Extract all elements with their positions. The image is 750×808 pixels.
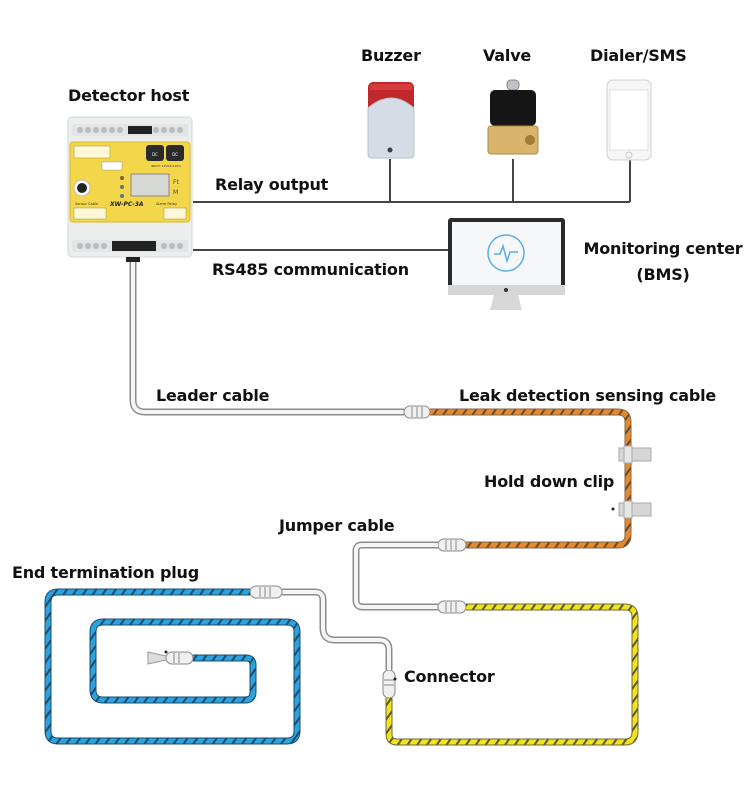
label-leader-cable: Leader cable (156, 386, 270, 405)
dialer-phone-device (606, 79, 652, 161)
label-end-termination-plug: End termination plug (12, 563, 199, 582)
label-valve: Valve (483, 46, 532, 65)
led-power (120, 194, 124, 198)
alarm-relay-label: Alarm Relay (156, 202, 177, 206)
label-connector: Connector (404, 667, 495, 686)
connector-yellow-blue (382, 669, 397, 699)
dc-label-1: DC (152, 152, 158, 157)
connector-leader-sensing (403, 405, 431, 419)
relay-output-wire (193, 159, 631, 203)
blue-sensing-cable (44, 588, 301, 745)
unit-ft: Ft (173, 179, 179, 186)
connector-blue (249, 585, 283, 599)
led-fault (120, 185, 124, 189)
label-hold-down-clip: Hold down clip (484, 472, 615, 491)
label-rs485: RS485 communication (212, 260, 409, 279)
terminal-screws-bottom (77, 243, 183, 249)
buzzer-device (367, 82, 415, 159)
valve-device (487, 79, 539, 155)
label-dialer-sms: Dialer/SMS (590, 46, 687, 65)
lcd-display (130, 173, 170, 197)
hold-down-clip-1 (618, 445, 652, 464)
model-label: XW-PC-3A (109, 201, 144, 208)
heartbeat-icon-circle (487, 234, 525, 272)
label-buzzer: Buzzer (361, 46, 421, 65)
label-detector-host: Detector host (68, 86, 190, 105)
label-monitoring-center: Monitoring center (583, 239, 743, 258)
sensor-cable-label: Sensor Cable (75, 202, 98, 206)
hold-down-clip-2 (611, 500, 652, 519)
dc-label-2: DC (172, 152, 178, 157)
heartbeat-icon (494, 243, 518, 264)
led-leak (120, 176, 124, 180)
label-jumper-cable: Jumper cable (279, 516, 395, 535)
terminal-screws-top (77, 127, 183, 133)
connector-sensing-jumper (437, 538, 467, 552)
input-rating-label: INPUT: 12VDC±10% (151, 164, 181, 168)
end-termination-plug (147, 650, 194, 665)
jumper-cable (352, 541, 438, 611)
label-sensing-cable: Leak detection sensing cable (459, 386, 717, 405)
sensor-socket (77, 183, 87, 193)
label-relay-output: Relay output (215, 175, 329, 194)
detector-host-device: DC DC INPUT: 12VDC±10% Ft M Sensor Cable… (67, 116, 193, 262)
monitoring-center-monitor (448, 218, 565, 310)
connector-jumper-yellow (437, 600, 467, 614)
label-bms: (BMS) (636, 265, 690, 284)
unit-m: M (173, 189, 178, 196)
